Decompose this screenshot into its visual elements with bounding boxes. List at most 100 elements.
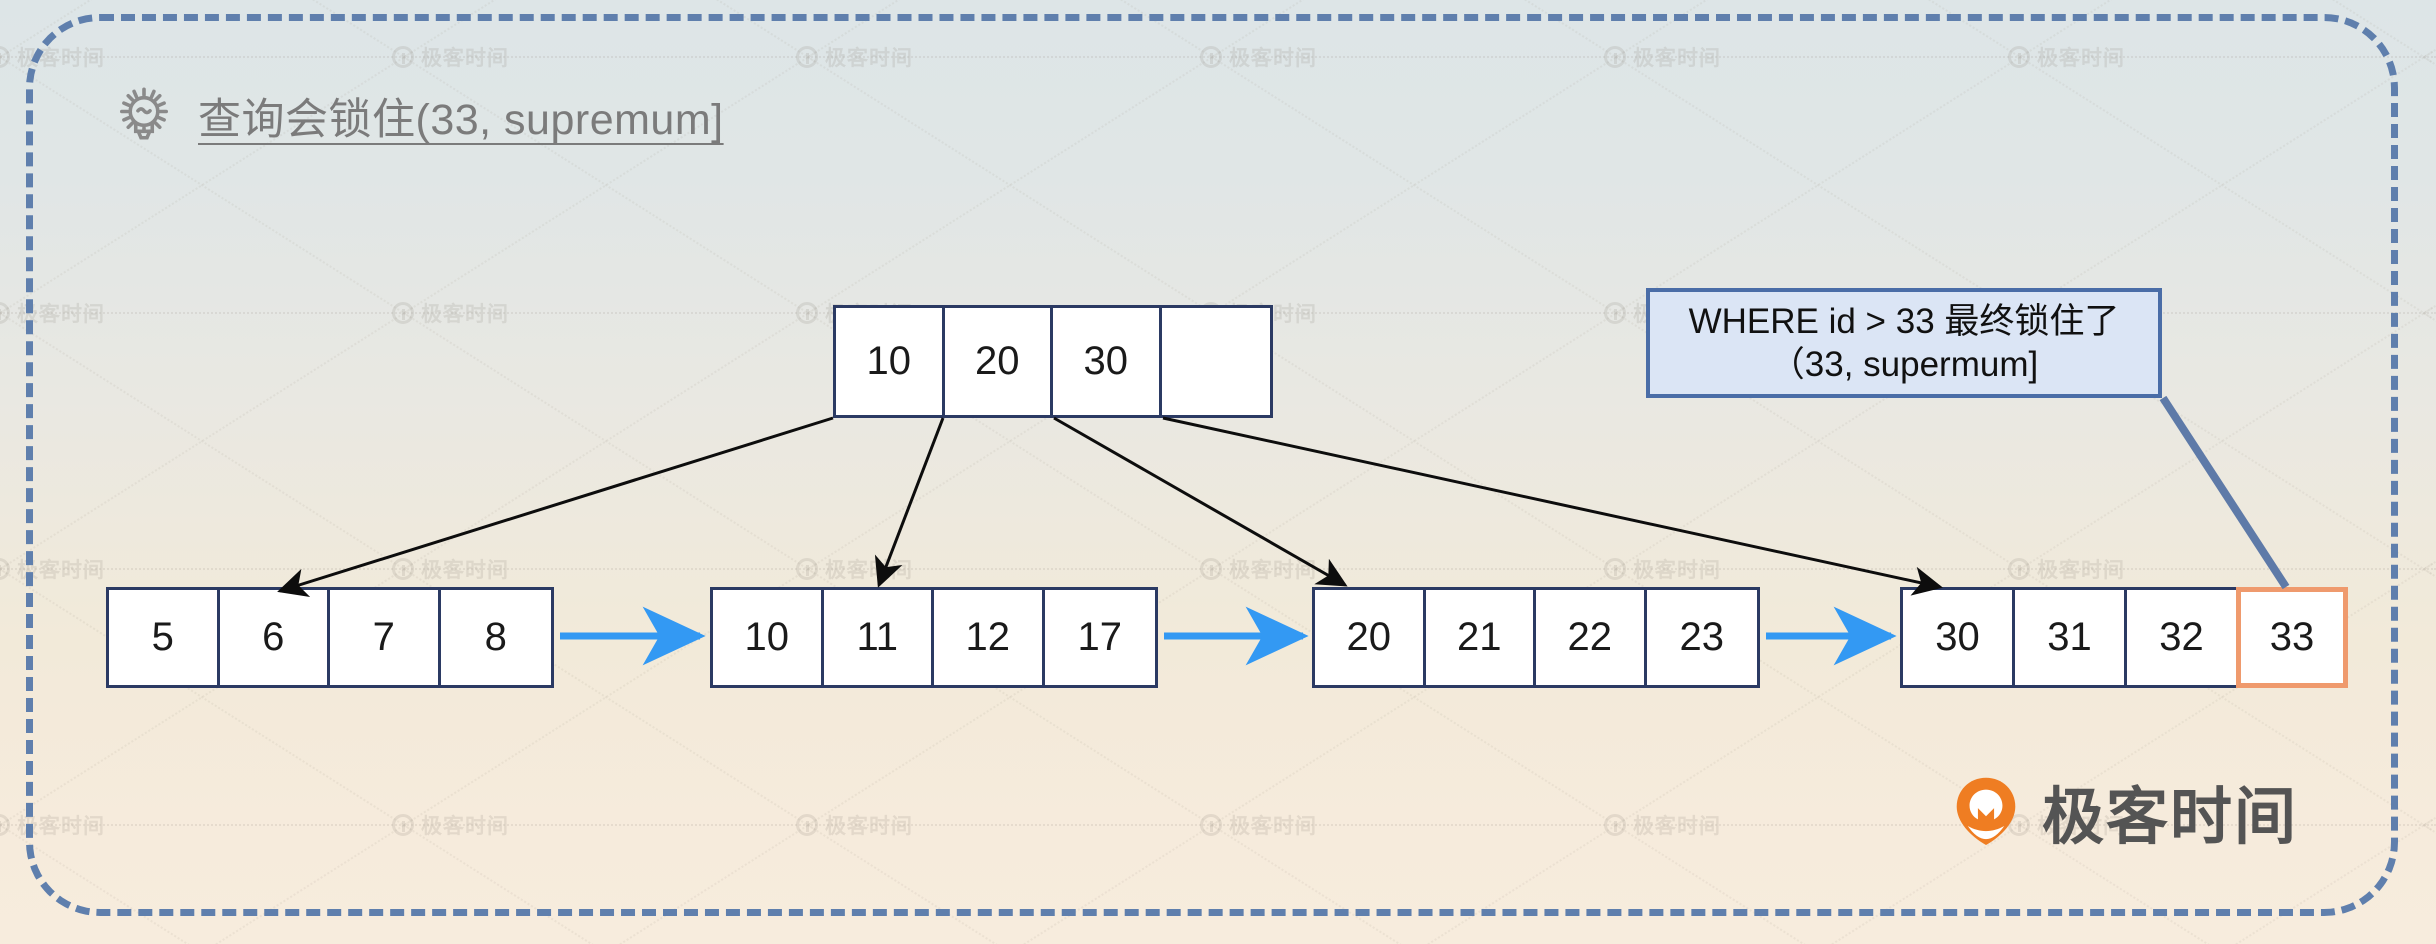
watermark-mark-icon (1200, 814, 1222, 836)
watermark-label: 极客时间 (1633, 559, 1721, 582)
watermark-label: 极客时间 (17, 815, 105, 838)
leaf1-cell-3: 8 (440, 590, 552, 685)
watermark-mark-icon (1200, 46, 1222, 68)
title-row: 查询会锁住(33, supremum] (108, 80, 724, 152)
watermark-logo: 极客时间 (0, 298, 105, 328)
watermark-label: 极客时间 (17, 559, 105, 582)
edge-root-to-leaf4 (1162, 416, 1943, 596)
watermark-mark-icon (392, 46, 414, 68)
watermark-diagonal (2422, 568, 2436, 831)
watermark-diagonal (0, 312, 9, 575)
leaf-node-3: 20 21 22 23 (1312, 587, 1760, 688)
watermark-label: 极客时间 (421, 815, 509, 838)
leaf2-cell-3: 17 (1044, 590, 1156, 685)
watermark-mark-icon (2008, 558, 2030, 580)
callout-box: WHERE id > 33 最终锁住了 （33, supermum] (1646, 288, 2162, 398)
watermark-diagonal (806, 0, 1221, 63)
watermark-logo: 极客时间 (1200, 42, 1317, 72)
watermark-diagonal (806, 56, 1221, 319)
callout-connector-line (2159, 395, 2290, 590)
watermark-diagonal (0, 824, 9, 944)
watermark-label: 极客时间 (421, 303, 509, 326)
watermark-diagonal (0, 0, 10, 58)
watermark-diagonal (404, 818, 818, 944)
watermark-logo: 极客时间 (392, 298, 509, 328)
watermark-diagonal (2424, 306, 2436, 570)
watermark-label: 极客时间 (1633, 815, 1721, 838)
lightbulb-icon (120, 87, 168, 140)
watermark-mark-icon (0, 814, 10, 836)
watermark-diagonal (0, 306, 414, 570)
watermark-diagonal (0, 56, 9, 319)
edge-root-to-leaf2 (874, 417, 945, 588)
watermark-diagonal (1616, 50, 2030, 314)
watermark-diagonal (1614, 56, 2029, 319)
leaf2-cell-0: 10 (713, 590, 824, 685)
watermark-diagonal (1210, 56, 1625, 319)
watermark-mark-icon (1200, 558, 1222, 580)
watermark-logo: 极客时间 (1200, 810, 1317, 840)
watermark-hline (0, 56, 2436, 58)
watermark-label: 极客时间 (825, 47, 913, 70)
watermark-diagonal (2422, 56, 2436, 319)
watermark-logo: 极客时间 (1604, 554, 1721, 584)
watermark-logo: 极客时间 (2008, 42, 2125, 72)
watermark-diagonal (0, 0, 9, 63)
root-node: 10 20 30 (833, 305, 1273, 418)
watermark-mark-icon (796, 558, 818, 580)
leaf2-cell-1: 11 (823, 590, 935, 685)
watermark-diagonal (0, 306, 10, 570)
watermark-hline (0, 568, 2436, 570)
watermark-label: 极客时间 (825, 559, 913, 582)
watermark-logo: 极客时间 (796, 42, 913, 72)
leaf1-cell-0: 5 (109, 590, 220, 685)
watermark-logo: 极客时间 (0, 810, 105, 840)
watermark-diagonal (2018, 0, 2433, 63)
watermark-diagonal (2020, 50, 2434, 314)
watermark-diagonal (0, 0, 414, 58)
root-cell-1: 20 (944, 308, 1054, 415)
watermark-diagonal (404, 306, 818, 570)
leaf1-cell-1: 6 (219, 590, 331, 685)
watermark-diagonal (1212, 306, 1626, 570)
leaf2-cell-2: 12 (934, 590, 1045, 685)
watermark-mark-icon (392, 558, 414, 580)
watermark-diagonal (2020, 0, 2434, 58)
watermark-logo: 极客时间 (0, 554, 105, 584)
watermark-diagonal (402, 824, 817, 944)
callout-line-2: （33, supermum] (1769, 345, 2039, 384)
watermark-diagonal (1212, 0, 1626, 58)
watermark-diagonal (0, 818, 10, 944)
watermark-label: 极客时间 (825, 815, 913, 838)
leaf3-cell-2: 22 (1536, 590, 1647, 685)
watermark-logo: 极客时间 (392, 810, 509, 840)
leaf3-cell-3: 23 (1646, 590, 1758, 685)
watermark-diagonal (2424, 818, 2436, 944)
watermark-diagonal (1212, 818, 1626, 944)
watermark-mark-icon (1604, 302, 1626, 324)
watermark-mark-icon (796, 46, 818, 68)
watermark-diagonal (402, 312, 817, 575)
watermark-diagonal (0, 568, 9, 831)
watermark-mark-icon (2008, 46, 2030, 68)
watermark-diagonal (2422, 0, 2436, 63)
watermark-logo: 极客时间 (796, 554, 913, 584)
watermark-diagonal (0, 312, 413, 575)
watermark-diagonal (1212, 50, 1626, 314)
watermark-logo: 极客时间 (392, 42, 509, 72)
watermark-mark-icon (1604, 46, 1626, 68)
edge-root-to-leaf3 (1053, 416, 1348, 587)
watermark-diagonal (808, 0, 1222, 58)
leaf3-cell-0: 20 (1315, 590, 1426, 685)
watermark-diagonal (0, 818, 414, 944)
watermark-diagonal (2424, 0, 2436, 58)
watermark-diagonal (808, 818, 1222, 944)
watermark-mark-icon (1604, 558, 1626, 580)
watermark-diagonal (0, 0, 413, 63)
watermark-diagonal (2424, 562, 2436, 826)
watermark-diagonal (1210, 824, 1625, 944)
watermark-logo: 极客时间 (1200, 554, 1317, 584)
watermark-diagonal (2422, 312, 2436, 575)
watermark-mark-icon (392, 814, 414, 836)
